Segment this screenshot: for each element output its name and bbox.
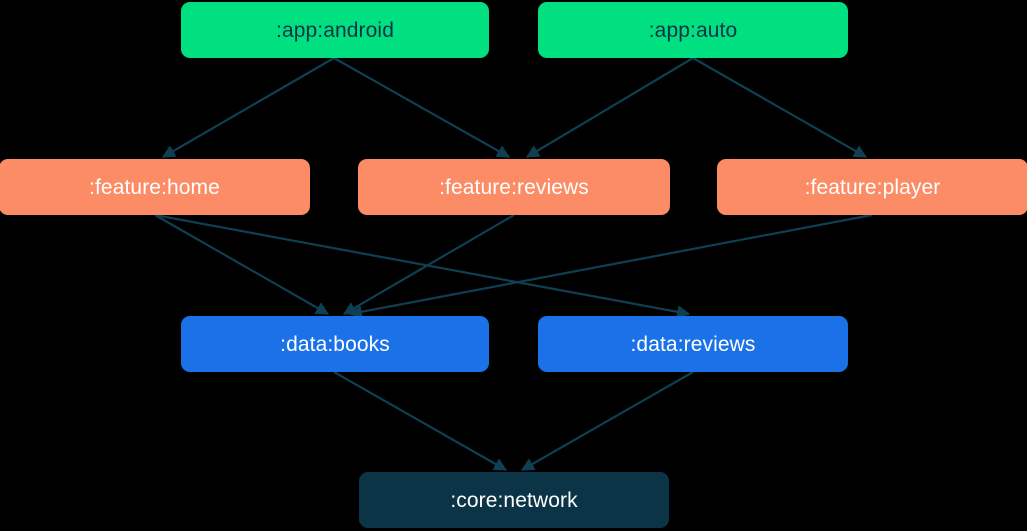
- node-label-core_network: :core:network: [450, 488, 578, 512]
- node-label-feature_home: :feature:home: [89, 175, 220, 199]
- node-app_android[interactable]: :app:android: [181, 2, 489, 58]
- node-label-app_auto: :app:auto: [648, 18, 738, 42]
- node-feature_reviews[interactable]: :feature:reviews: [358, 159, 670, 215]
- node-label-feature_reviews: :feature:reviews: [439, 175, 589, 199]
- edge-app_android-to-feature_reviews: [333, 57, 511, 158]
- node-app_auto[interactable]: :app:auto: [538, 2, 848, 58]
- edge-app_android-to-feature_home: [161, 57, 335, 158]
- edge-data_books-to-core_network: [333, 371, 508, 471]
- node-data_reviews[interactable]: :data:reviews: [538, 316, 848, 372]
- edge-feature_reviews-to-data_books: [342, 214, 515, 315]
- node-label-data_books: :data:books: [280, 332, 390, 356]
- edge-app_auto-to-feature_reviews: [525, 57, 694, 158]
- edge-feature_home-to-data_books: [154, 214, 330, 315]
- node-data_books[interactable]: :data:books: [181, 316, 489, 372]
- edge-feature_home-to-data_reviews: [154, 213, 691, 319]
- node-label-feature_player: :feature:player: [804, 175, 941, 199]
- edge-feature_player-to-data_books: [348, 213, 873, 319]
- node-label-app_android: :app:android: [276, 18, 394, 42]
- edge-data_reviews-to-core_network: [520, 371, 694, 471]
- node-label-data_reviews: :data:reviews: [630, 332, 756, 356]
- node-core_network[interactable]: :core:network: [359, 472, 669, 528]
- edge-app_auto-to-feature_player: [692, 57, 868, 158]
- node-feature_home[interactable]: :feature:home: [0, 159, 310, 215]
- node-feature_player[interactable]: :feature:player: [717, 159, 1027, 215]
